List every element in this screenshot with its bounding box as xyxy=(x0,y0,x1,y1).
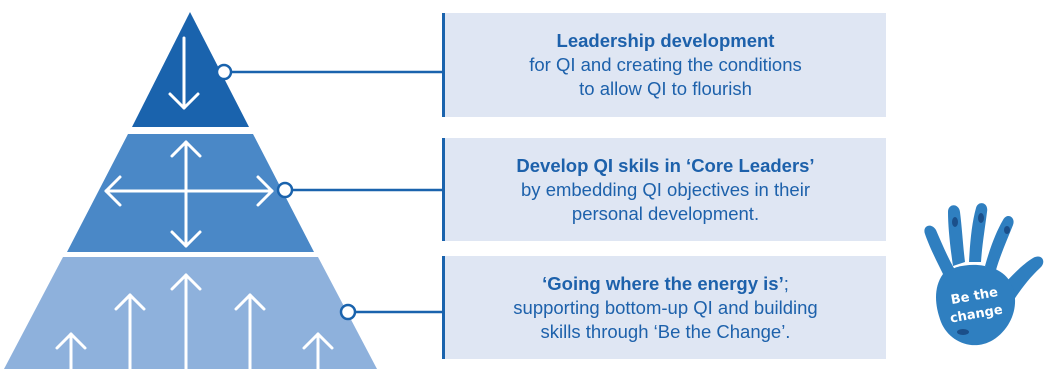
tier-heading: Leadership development xyxy=(556,30,775,51)
connector-middle xyxy=(276,181,444,199)
tier-text-line: skills through ‘Be the Change’. xyxy=(540,320,791,342)
tier-heading-suffix: ; xyxy=(783,272,789,294)
tier-description-bottom: ‘Going where the energy is’; supporting … xyxy=(442,256,886,359)
tier-heading: Develop QI skils in ‘Core Leaders’ xyxy=(516,154,815,176)
tier-text-line: supporting bottom-up QI and building xyxy=(513,296,818,318)
tier-text-line: for QI and creating the conditions xyxy=(529,54,802,75)
tier-heading: ‘Going where the energy is’ xyxy=(542,272,784,294)
connector-top xyxy=(215,63,444,81)
tier-description-middle: Develop QI skils in ‘Core Leaders’ by em… xyxy=(442,138,886,241)
pyramid-tier-middle xyxy=(67,134,314,252)
tier-description-top: Leadership development for QI and creati… xyxy=(442,13,886,117)
tier-text-line: personal development. xyxy=(571,202,760,224)
tier-text-line: to allow QI to flourish xyxy=(579,78,752,99)
handprint-icon: Be the change xyxy=(924,203,1044,346)
tier-text-line: by embedding QI objectives in their xyxy=(521,178,810,200)
pyramid-tier-top xyxy=(132,12,249,127)
down-arrow-icon xyxy=(168,36,200,110)
four-way-arrow-icon xyxy=(104,140,274,248)
up-arrows-icon xyxy=(55,273,334,369)
pyramid-tier-bottom xyxy=(4,257,377,369)
connector-bottom xyxy=(339,303,444,321)
tier-heading-line: ‘Going where the energy is’; xyxy=(445,272,886,296)
